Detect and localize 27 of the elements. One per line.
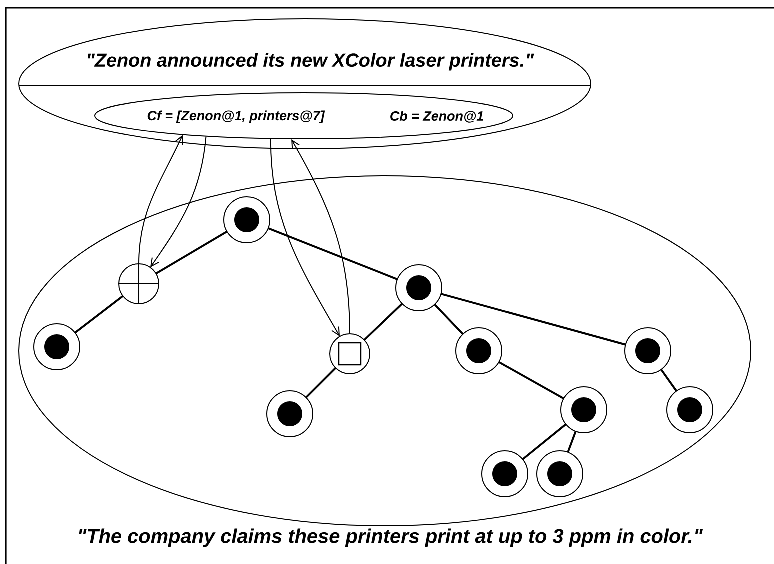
tree-node — [456, 327, 502, 374]
tree-branch — [440, 293, 626, 346]
tree-node — [266, 390, 314, 438]
tree-branch — [660, 369, 678, 392]
tree-ellipse — [18, 175, 752, 526]
tree-branch — [522, 424, 567, 460]
arrow — [270, 138, 340, 337]
tree-branch — [306, 367, 337, 398]
tree-node — [666, 386, 714, 434]
arrow — [138, 135, 184, 264]
tree-branch — [364, 303, 404, 341]
tree-node — [224, 196, 270, 244]
tree-branch — [156, 230, 228, 275]
tree-branch — [74, 295, 124, 334]
tree-branch — [498, 361, 564, 400]
cross-node — [118, 263, 160, 304]
tree-node — [396, 264, 442, 312]
tree-node — [482, 450, 528, 498]
tree-node — [536, 450, 584, 498]
tree-node — [34, 323, 80, 370]
tree-node — [560, 386, 608, 434]
tree-branch — [268, 228, 398, 280]
arrow — [292, 139, 350, 334]
tree-branch — [567, 431, 577, 453]
tree-node — [624, 327, 672, 374]
tree-branch — [434, 304, 464, 336]
caption-text: "The company claims these printers print at up to 3 ppm in color." — [79, 528, 704, 548]
